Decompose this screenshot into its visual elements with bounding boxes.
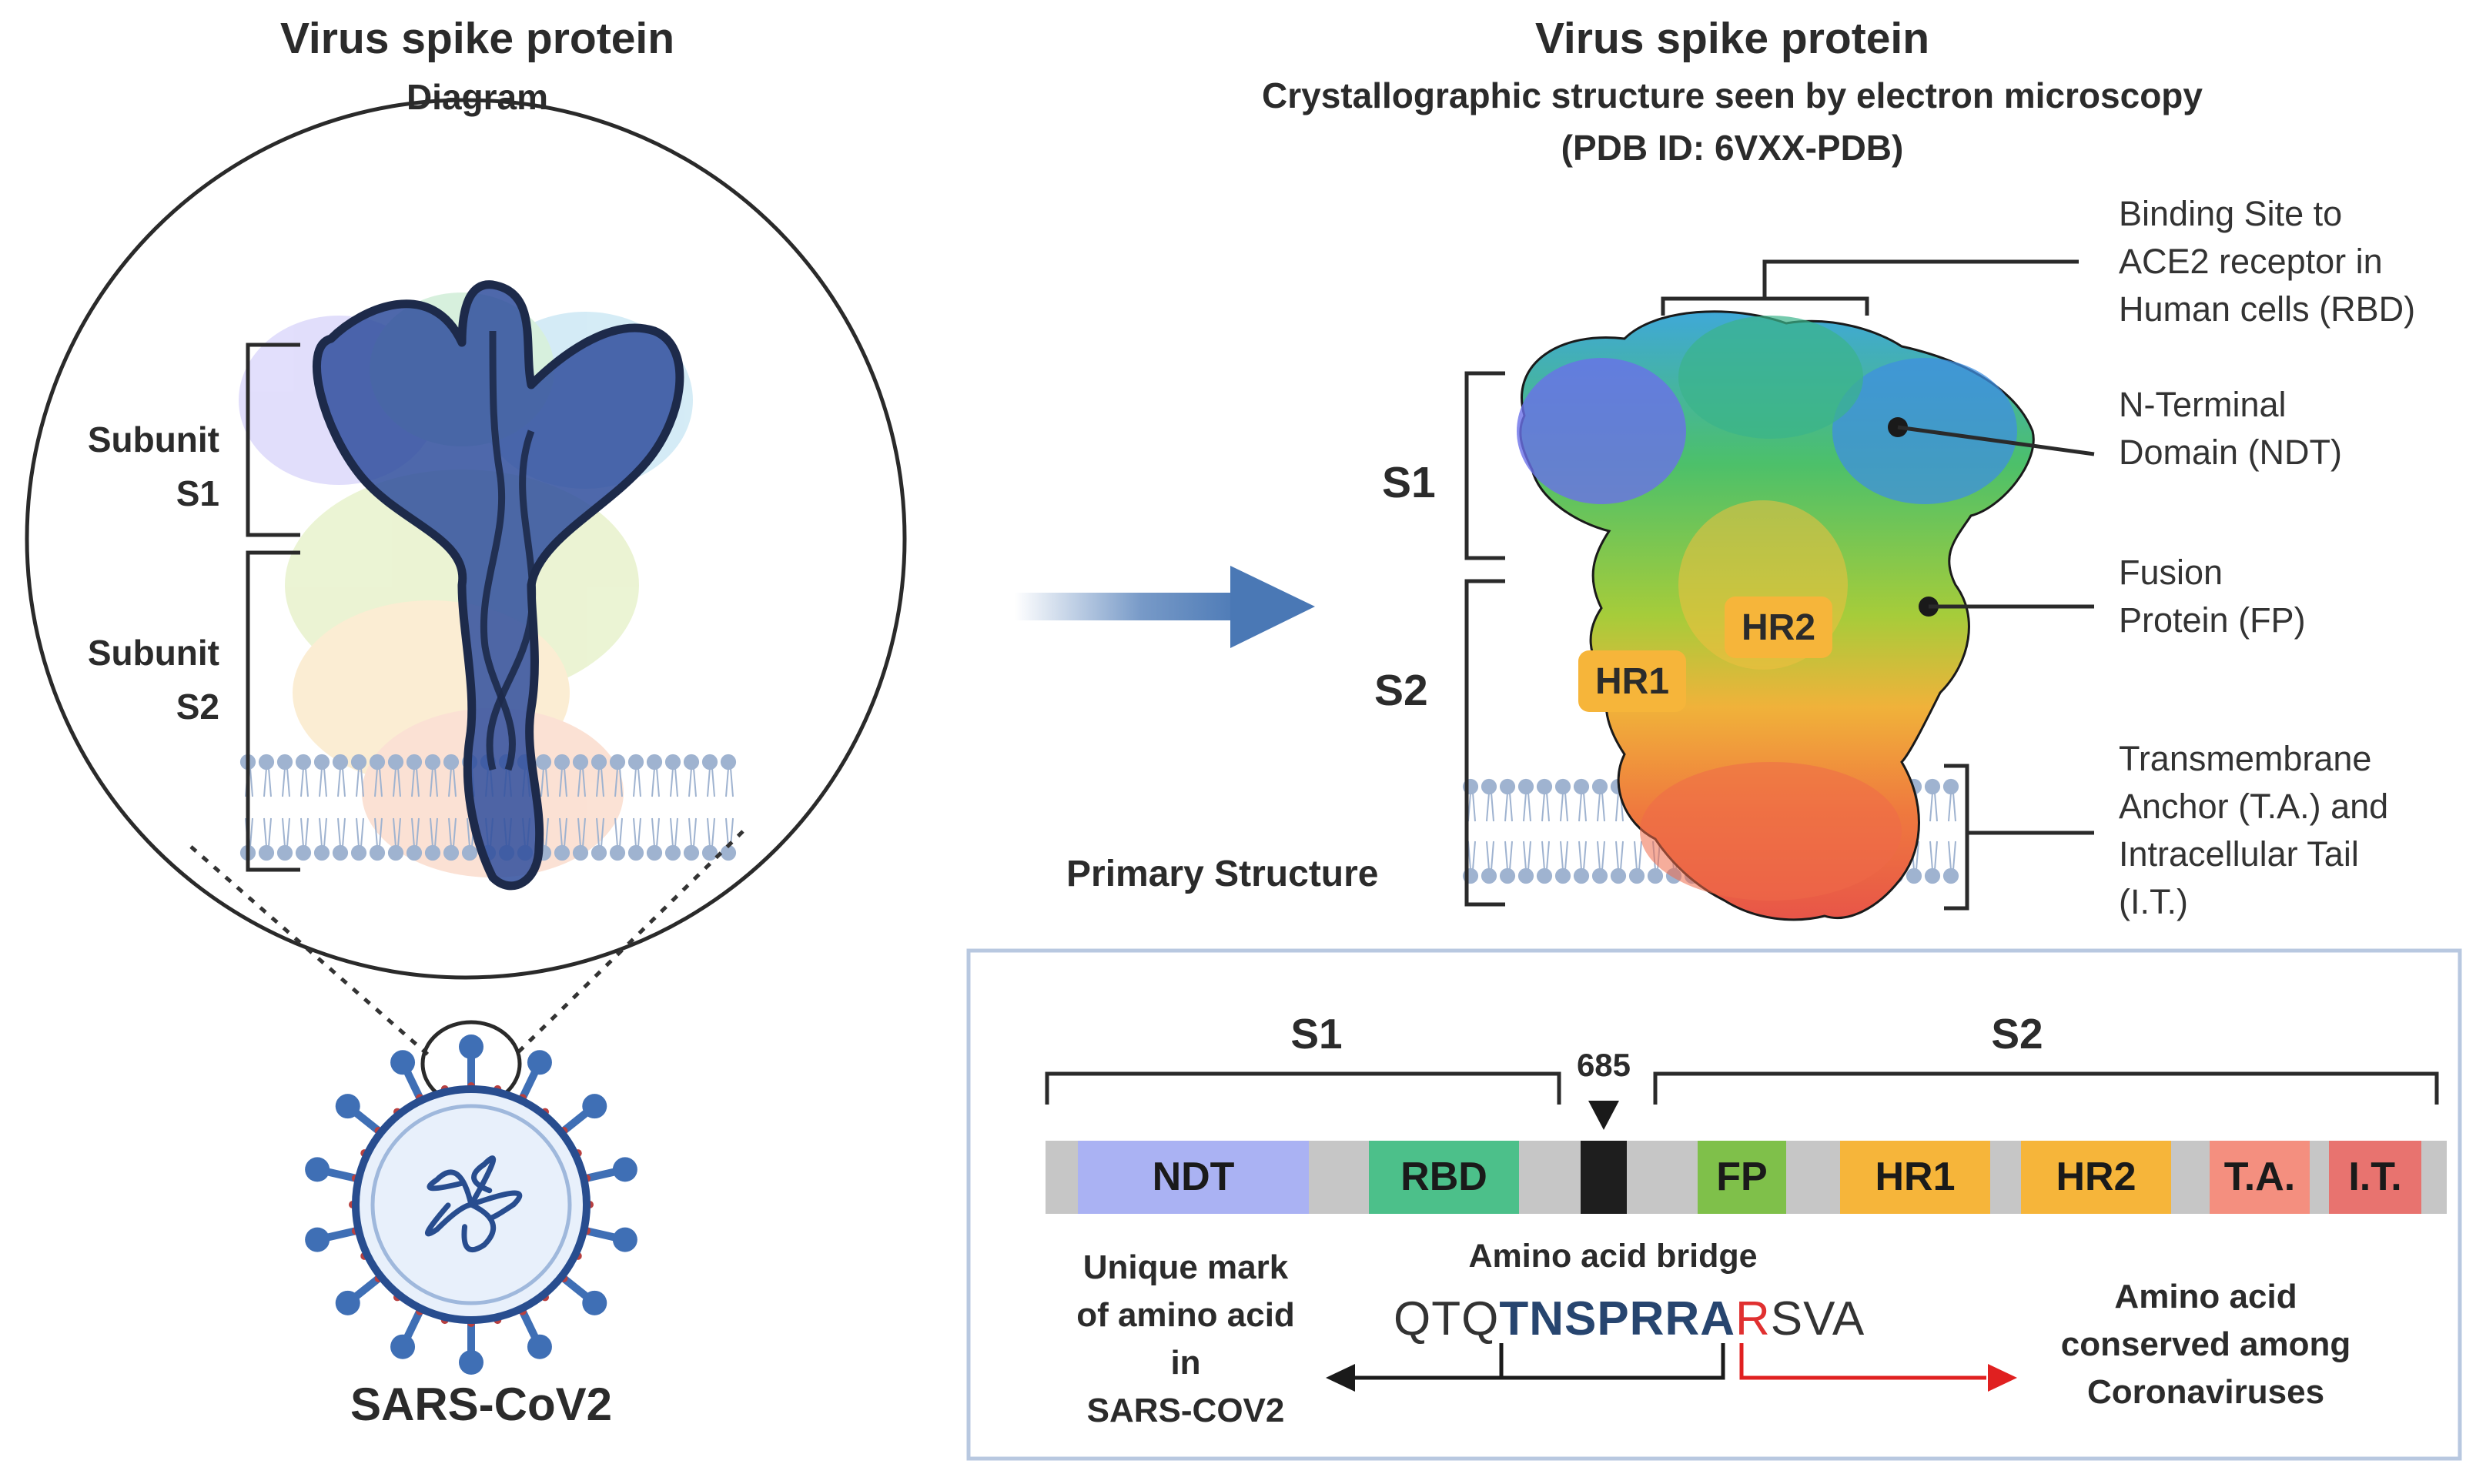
hr1-tag-bg	[1578, 650, 1686, 712]
primary-s2-label: S2	[1991, 1010, 2043, 1058]
hr1-tag: HR1	[1594, 661, 1670, 702]
sequence-prefix: QTQ	[1394, 1292, 1500, 1345]
spike-diagram	[312, 280, 684, 891]
segment-hr2-block	[2021, 1141, 2171, 1214]
rbd-callout-line2: ACE2 receptor in	[2119, 242, 2383, 281]
rbd-callout-line1: Binding Site to	[2119, 194, 2343, 233]
pdb-id: (PDB ID: 6VXX-PDB)	[1561, 128, 1904, 168]
magnified-spike-circle	[25, 98, 907, 980]
sequence-conserved: R	[1735, 1292, 1771, 1345]
structure-s2-label: S2	[1374, 666, 1428, 715]
segment-it-block	[2329, 1141, 2421, 1214]
segment-fp-block	[1698, 1141, 1786, 1214]
sequence-pointers	[1326, 1343, 2017, 1392]
unique-note-line4: SARS-COV2	[1086, 1392, 1285, 1429]
rbd-callout-line3: Human cells (RBD)	[2119, 289, 2416, 329]
segment-hr1-label: HR1	[1875, 1155, 1956, 1199]
left-subtitle: Diagram	[406, 77, 549, 117]
hr2-tag-bg	[1725, 597, 1832, 658]
segment-ndt-block	[1078, 1141, 1309, 1214]
subunit-s1-line1: Subunit	[87, 419, 219, 460]
segment-ta-label: T.A.	[2223, 1155, 2296, 1199]
ndt-callout-line2: Domain (NDT)	[2119, 433, 2343, 472]
conserved-note-line1: Amino acid	[2114, 1278, 2297, 1315]
ta-callout-line4: (I.T.)	[2119, 882, 2188, 921]
cleavage-marker	[1588, 1101, 1619, 1130]
segment-hr1-block	[1840, 1141, 1990, 1214]
zoom-guide-lines	[189, 830, 744, 1058]
left-title: Virus spike protein	[279, 14, 675, 63]
amino-sequence: QTQTNSPRRARSVA	[1394, 1292, 1865, 1346]
cleavage-position: 685	[1576, 1047, 1631, 1083]
conserved-note-line3: Coronaviruses	[2086, 1373, 2325, 1411]
segment-ndt-label: NDT	[1152, 1155, 1235, 1199]
subunit-s2-line1: Subunit	[87, 633, 219, 673]
segment-ta-block	[2210, 1141, 2310, 1214]
segment-rbd-label: RBD	[1400, 1155, 1487, 1199]
bridge-label: Amino acid bridge	[1468, 1238, 1758, 1275]
right-title: Virus spike protein	[1534, 14, 1930, 63]
subunit-s1-line2: S1	[176, 473, 219, 513]
sequence-unique: TNSPRRA	[1499, 1292, 1736, 1345]
crystal-structure	[1462, 259, 2095, 921]
ndt-callout-line1: N-Terminal	[2119, 385, 2287, 424]
unique-note-line1: Unique mark	[1082, 1248, 1289, 1286]
fp-callout-line2: Protein (FP)	[2119, 600, 2306, 640]
subunit-brackets-left	[246, 343, 300, 872]
transition-arrow	[1015, 566, 1315, 648]
segment-it-label: I.T.	[2348, 1155, 2402, 1199]
unique-note-line3: in	[1170, 1344, 1201, 1382]
segment-rbd-block	[1369, 1141, 1519, 1214]
cleavage-site-block	[1581, 1141, 1627, 1214]
hr2-tag: HR2	[1741, 607, 1816, 648]
fp-callout-line1: Fusion	[2119, 553, 2223, 592]
segment-fp-label: FP	[1716, 1155, 1768, 1199]
conserved-note-line2: conserved among	[2060, 1325, 2351, 1363]
primary-structure-brackets	[1045, 1071, 2439, 1105]
subunit-s2-line2: S2	[176, 687, 219, 727]
ta-callout-line3: Intracellular Tail	[2119, 834, 2359, 874]
sars-cov2-virus-icon	[305, 1034, 637, 1375]
structure-s1-label: S1	[1382, 458, 1436, 507]
ta-callout-line1: Transmembrane	[2119, 739, 2372, 778]
right-subtitle: Crystallographic structure seen by elect…	[1262, 75, 2203, 115]
unique-note-line2: of amino acid	[1076, 1296, 1295, 1334]
segment-hr2-label: HR2	[2056, 1155, 2136, 1199]
virus-label: SARS-CoV2	[350, 1379, 613, 1430]
sequence-suffix: SVA	[1770, 1292, 1865, 1345]
ta-callout-line2: Anchor (T.A.) and	[2119, 787, 2389, 826]
primary-structure-title: Primary Structure	[1066, 854, 1379, 894]
primary-s1-label: S1	[1290, 1010, 1343, 1058]
